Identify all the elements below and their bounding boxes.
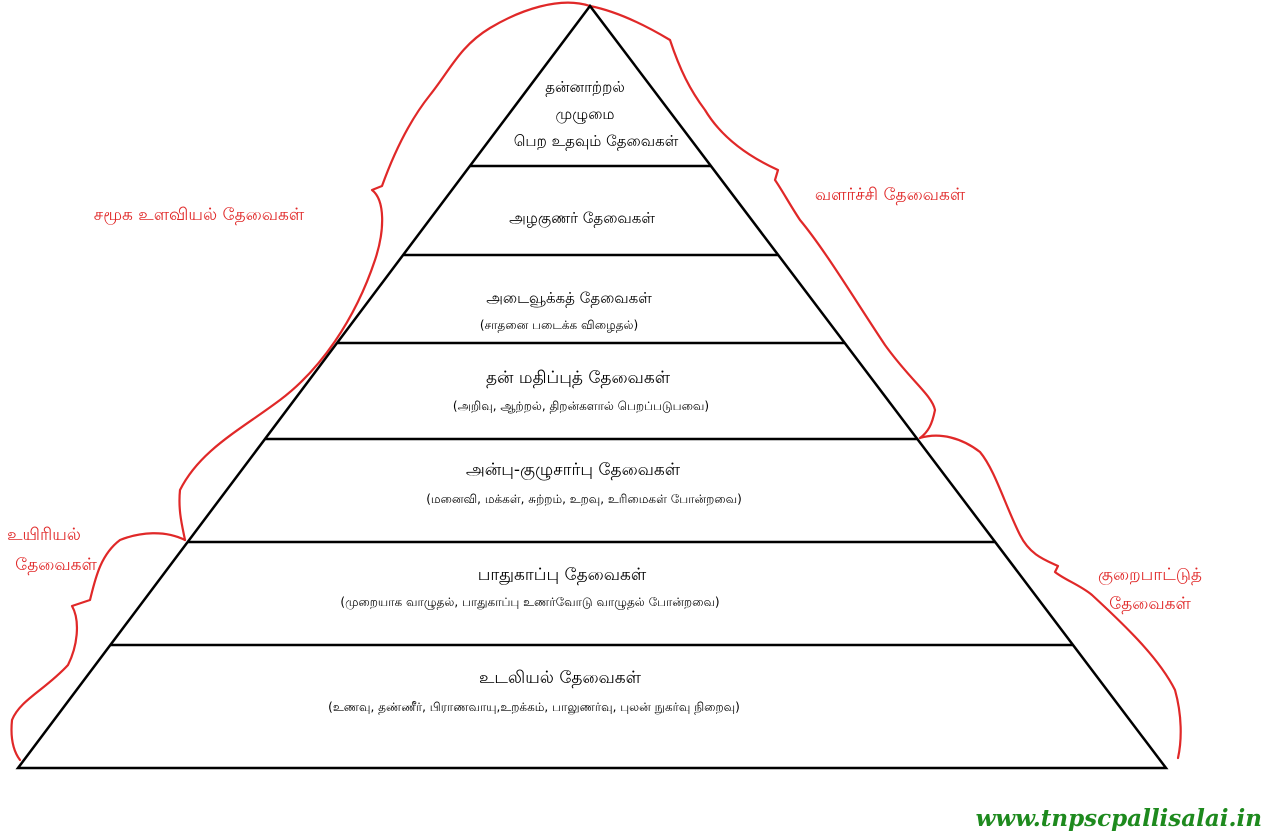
level-subtitle: (அறிவு, ஆற்றல், திறன்களால் பெறப்படுபவை) bbox=[453, 399, 709, 413]
red-brackets bbox=[10, 1, 1182, 762]
deficiency-needs-label-line2: தேவைகள் bbox=[1109, 594, 1191, 614]
pyramid-level-dividers bbox=[110, 164, 1074, 647]
website-watermark: www.tnpscpallisalai.in bbox=[976, 805, 1262, 832]
level-subtitle: (சாதனை படைக்க விழைதல்) bbox=[480, 318, 638, 332]
deficiency-bracket bbox=[918, 434, 1182, 760]
level-esteem: தன் மதிப்புத் தேவைகள் (அறிவு, ஆற்றல், தி… bbox=[453, 368, 709, 413]
growth-needs-label: வளர்ச்சி தேவைகள் bbox=[815, 185, 966, 205]
level-title: தன் மதிப்புத் தேவைகள் bbox=[486, 368, 671, 388]
level-title: பாதுகாப்பு தேவைகள் bbox=[478, 565, 647, 585]
biological-needs-label-line2: தேவைகள் bbox=[15, 555, 97, 575]
social-needs-label: சமூக உளவியல் தேவைகள் bbox=[94, 205, 305, 225]
biological-bracket bbox=[10, 532, 187, 762]
deficiency-needs-label-line1: குறைபாட்டுத் bbox=[1098, 565, 1202, 585]
pyramid-outline bbox=[15, 3, 1169, 770]
biological-needs-label-line1: உயிரியல் bbox=[7, 525, 81, 545]
level-title: அழகுணர் தேவைகள் bbox=[509, 209, 655, 228]
group-labels: சமூக உளவியல் தேவைகள் உயிரியல் தேவைகள் வள… bbox=[7, 185, 1202, 614]
growth-bracket bbox=[588, 4, 937, 440]
level-title: உடலியல் தேவைகள் bbox=[479, 668, 642, 688]
level-love-belonging: அன்பு-குழுசார்பு தேவைகள் (மனைவி, மக்கள்,… bbox=[426, 460, 742, 506]
level-line: முழுமை bbox=[556, 105, 615, 124]
level-subtitle: (மனைவி, மக்கள், சுற்றம், உறவு, உரிமைகள் … bbox=[426, 492, 742, 506]
level-self-actualization: தன்னாற்றல் முழுமை பெற உதவும் தேவைகள் bbox=[514, 78, 679, 150]
level-achievement: அடைவூக்கத் தேவைகள் (சாதனை படைக்க விழைதல்… bbox=[480, 289, 652, 332]
level-line: பெற உதவும் தேவைகள் bbox=[514, 132, 679, 150]
level-physiological: உடலியல் தேவைகள் (உணவு, தண்ணீர், பிராணவாய… bbox=[328, 668, 740, 715]
pyramid-levels: தன்னாற்றல் முழுமை பெற உதவும் தேவைகள் அழக… bbox=[328, 78, 742, 715]
level-title: தன்னாற்றல் bbox=[545, 78, 625, 96]
level-subtitle: (உணவு, தண்ணீர், பிராணவாயு,உறக்கம், பாலுண… bbox=[328, 700, 740, 715]
level-aesthetic: அழகுணர் தேவைகள் bbox=[509, 209, 655, 228]
social-bracket bbox=[178, 1, 592, 542]
level-subtitle: (முறையாக வாழுதல், பாதுகாப்பு உணர்வோடு வா… bbox=[340, 595, 719, 610]
level-safety: பாதுகாப்பு தேவைகள் (முறையாக வாழுதல், பாத… bbox=[340, 565, 719, 610]
level-title: அன்பு-குழுசார்பு தேவைகள் bbox=[466, 460, 681, 480]
level-title: அடைவூக்கத் தேவைகள் bbox=[486, 289, 652, 307]
